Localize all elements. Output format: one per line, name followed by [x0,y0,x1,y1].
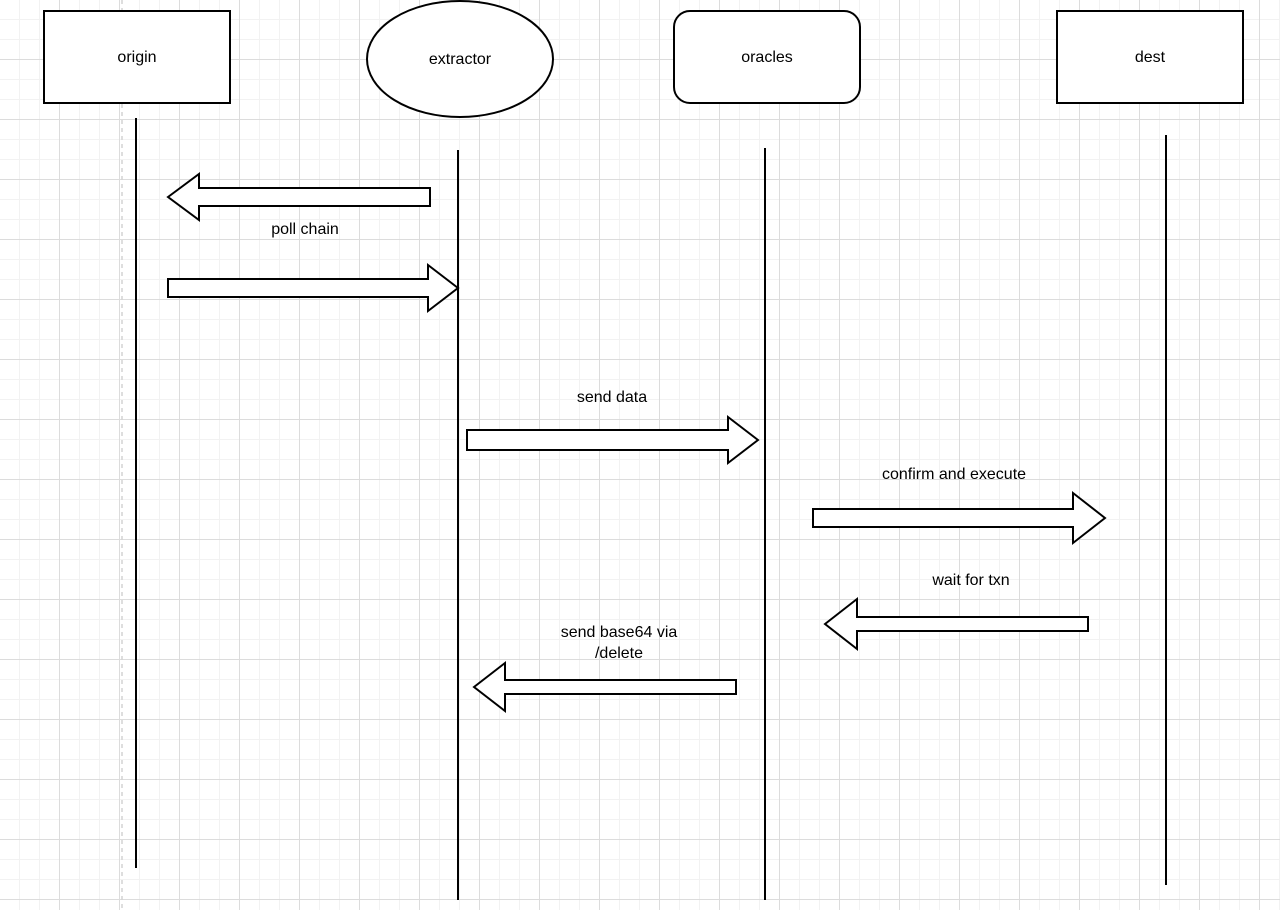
block-arrow-left-icon[interactable] [166,172,431,222]
message-send-base64-via-delete[interactable]: send base64 via/delete [472,624,737,714]
participant-oracles[interactable]: oracles [673,10,861,104]
message-origin-to-extractor[interactable] [167,262,460,314]
participant-label-extractor: extractor [429,51,492,68]
message-confirm-and-execute[interactable]: confirm and execute [812,466,1107,546]
block-arrow-right-icon[interactable] [167,262,460,314]
participant-extractor[interactable]: extractor [366,0,554,118]
message-wait-for-txn[interactable]: wait for txn [823,572,1089,652]
block-arrow-right-icon[interactable] [466,414,760,466]
message-poll-chain[interactable]: poll chain [166,172,431,238]
participant-dest[interactable]: dest [1056,10,1244,104]
block-arrow-right-icon[interactable] [812,490,1107,546]
messages-group: poll chain send data confirm and execute… [166,172,1107,714]
block-arrow-left-icon[interactable] [823,596,1089,652]
participants-group: origin extractor oracles dest [43,0,1244,118]
message-send-data[interactable]: send data [466,389,760,466]
message-label-confirm-and-execute: confirm and execute [882,466,1026,483]
participant-label-oracles: oracles [741,49,793,66]
message-label-poll-chain: poll chain [271,221,339,238]
participant-label-dest: dest [1135,49,1166,66]
message-label-send-data: send data [577,389,647,406]
participant-label-origin: origin [117,49,156,66]
message-label-send-base64-via-delete: send base64 via/delete [561,624,678,662]
participant-origin[interactable]: origin [43,10,231,104]
message-label-wait-for-txn: wait for txn [931,572,1009,589]
block-arrow-left-icon[interactable] [472,660,737,714]
lifelines-group [135,118,1167,900]
